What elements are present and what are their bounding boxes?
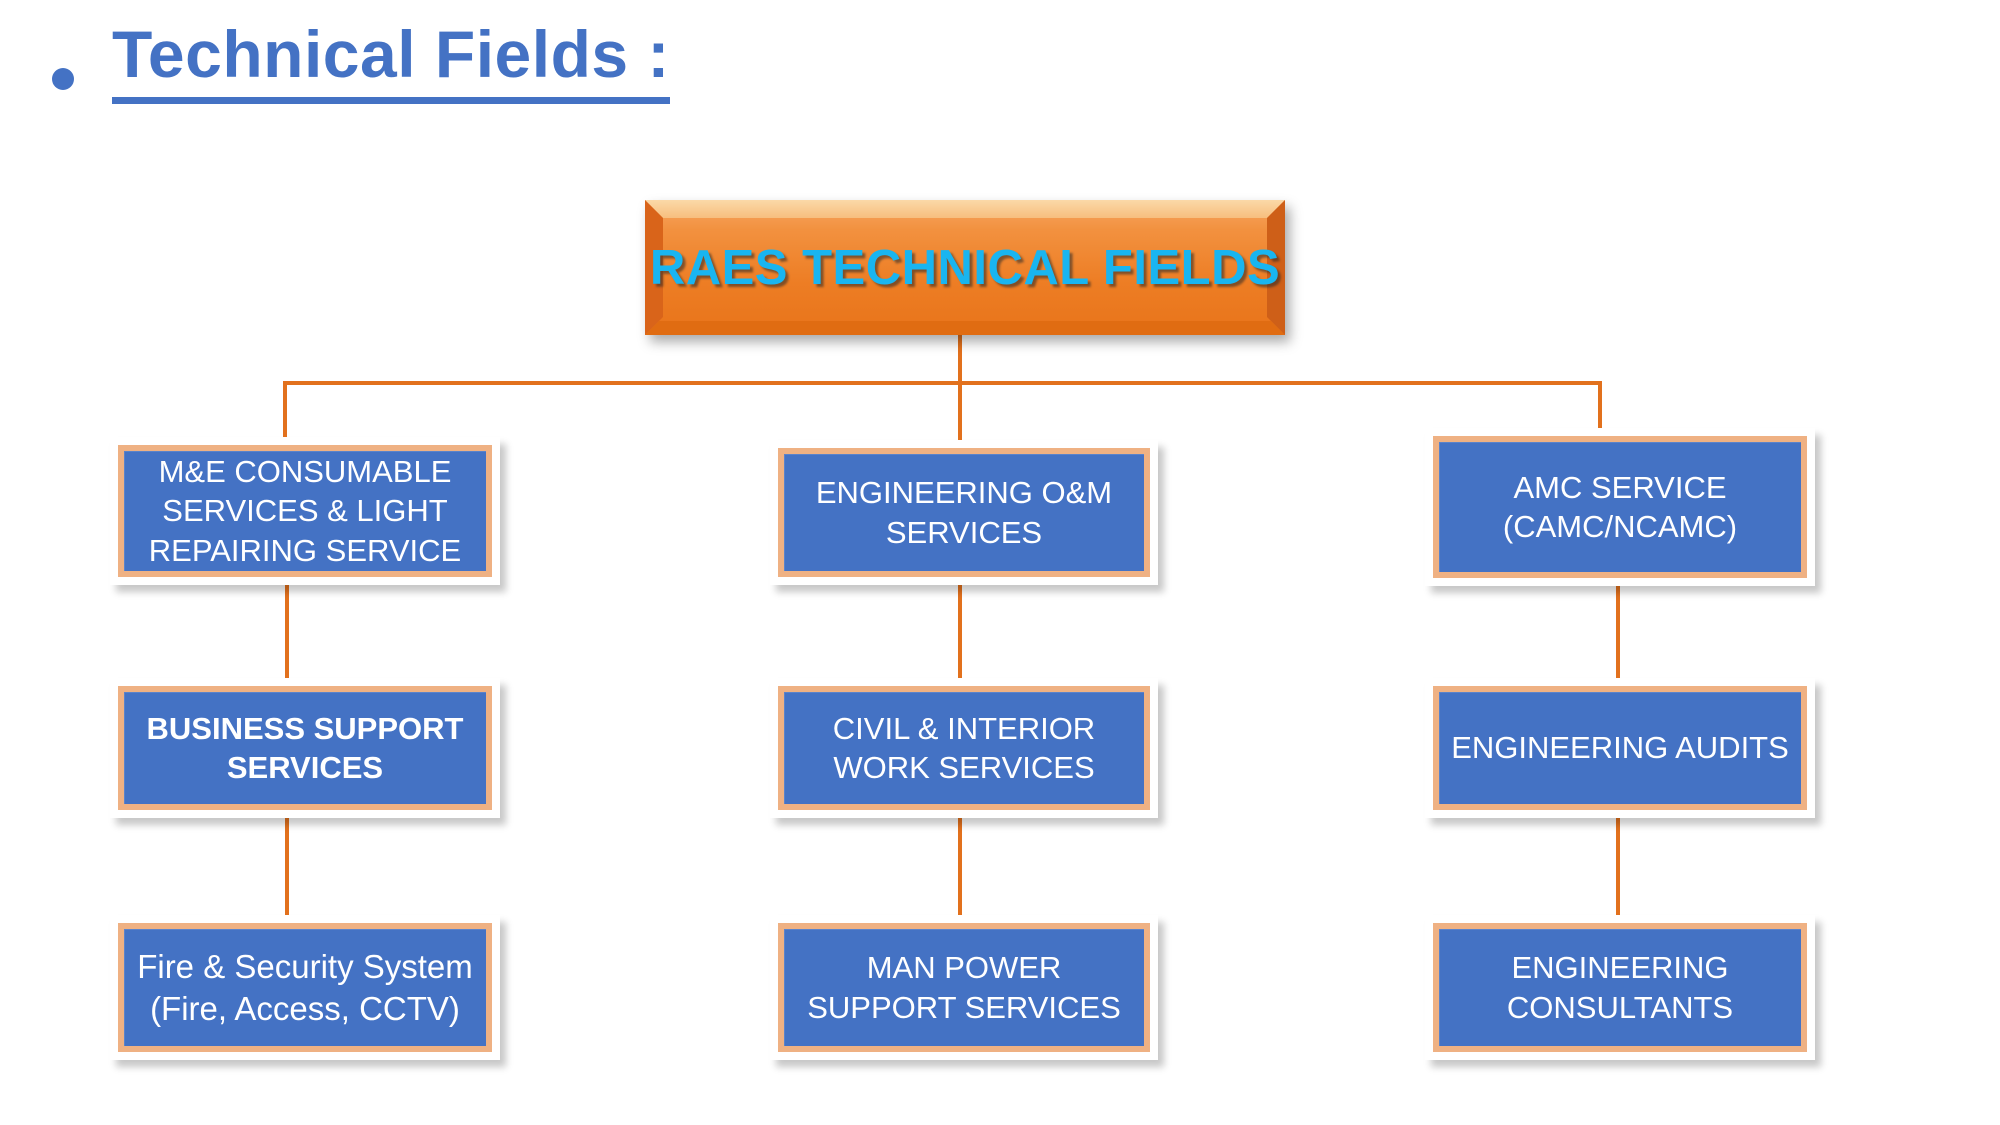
node-label: BUSINESS SUPPORT SERVICES [146,710,464,785]
connector-horizontal-bar [283,381,1602,385]
node-label: MAN POWER SUPPORT SERVICES [807,950,1121,1025]
connector-col3-drop [1598,381,1602,433]
node-man-power-support-services[interactable]: MAN POWER SUPPORT SERVICES [770,915,1158,1060]
node-body: MAN POWER SUPPORT SERVICES [778,923,1150,1052]
bevel-right-edge [1267,200,1285,335]
node-engineering-om-services[interactable]: ENGINEERING O&M SERVICES [770,440,1158,585]
node-label: M&E CONSUMABLE SERVICES & LIGHT REPAIRIN… [148,454,462,568]
bevel-top-edge [645,200,1285,218]
node-label: CIVIL & INTERIOR WORK SERVICES [832,710,1096,785]
node-me-consumable-services[interactable]: M&E CONSUMABLE SERVICES & LIGHT REPAIRIN… [110,437,500,585]
connector-col2-r1-r2 [958,580,962,685]
connector-col3-r1-r2 [1616,580,1620,685]
node-fire-security-system[interactable]: Fire & Security System (Fire, Access, CC… [110,915,500,1060]
page-title: Technical Fields : [52,19,670,105]
bevel-left-edge [645,200,663,335]
connector-root-trunk [958,333,962,385]
node-label: ENGINEERING CONSULTANTS [1506,950,1734,1025]
bullet-dot-icon [52,68,74,90]
node-amc-service[interactable]: AMC SERVICE (CAMC/NCAMC) [1425,428,1815,586]
connector-col1-drop [283,381,287,441]
bevel-bottom-edge [645,321,1285,335]
connector-col3-r2-r3 [1616,815,1620,920]
connector-col1-r1-r2 [285,580,289,685]
node-body: Fire & Security System (Fire, Access, CC… [118,923,492,1052]
page-title-text: Technical Fields : [112,19,670,105]
node-body: CIVIL & INTERIOR WORK SERVICES [778,686,1150,810]
connector-col2-drop [958,381,962,441]
root-node-raes-technical-fields[interactable]: RAES TECHNICAL FIELDS [645,200,1285,335]
connector-col1-r2-r3 [285,815,289,920]
node-body: ENGINEERING O&M SERVICES [778,448,1150,577]
node-label: ENGINEERING AUDITS [1451,730,1789,766]
node-label: AMC SERVICE (CAMC/NCAMC) [1502,469,1738,544]
node-body: M&E CONSUMABLE SERVICES & LIGHT REPAIRIN… [118,445,492,577]
node-engineering-consultants[interactable]: ENGINEERING CONSULTANTS [1425,915,1815,1060]
root-node-label: RAES TECHNICAL FIELDS [649,240,1281,295]
root-node-face [645,200,1285,335]
node-body: AMC SERVICE (CAMC/NCAMC) [1433,436,1807,578]
node-body: ENGINEERING AUDITS [1433,686,1807,810]
node-engineering-audits[interactable]: ENGINEERING AUDITS [1425,678,1815,818]
node-label: ENGINEERING O&M SERVICES [815,475,1113,550]
node-civil-interior-work-services[interactable]: CIVIL & INTERIOR WORK SERVICES [770,678,1158,818]
node-label: Fire & Security System (Fire, Access, CC… [137,947,473,1027]
node-body: ENGINEERING CONSULTANTS [1433,923,1807,1052]
node-body: BUSINESS SUPPORT SERVICES [118,686,492,810]
node-business-support-services[interactable]: BUSINESS SUPPORT SERVICES [110,678,500,818]
connector-col2-r2-r3 [958,815,962,920]
